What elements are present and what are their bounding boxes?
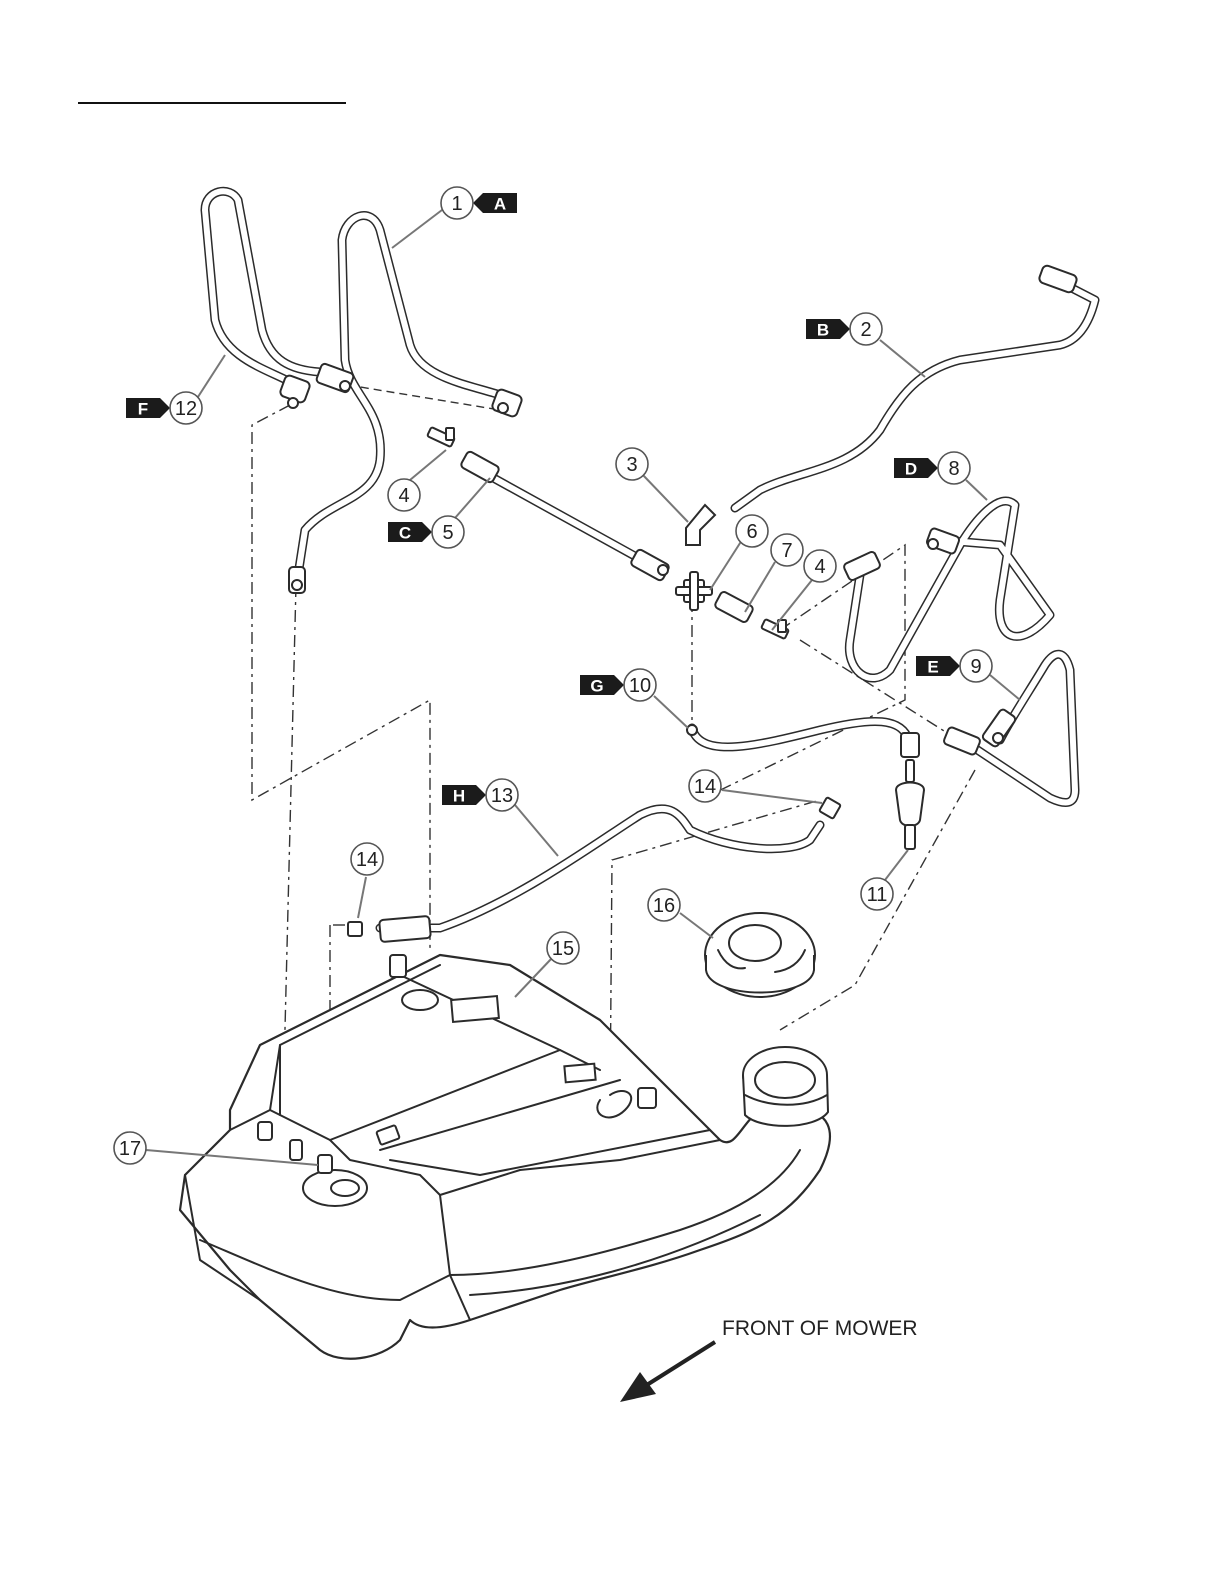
- tag-label: A: [494, 195, 506, 214]
- callout-number: 6: [746, 521, 757, 543]
- callout-number: 10: [629, 675, 651, 697]
- callout-14: 14: [689, 770, 721, 802]
- fuel-line-10: [687, 721, 919, 757]
- callout-number: 3: [626, 454, 637, 476]
- tag-label: C: [399, 524, 411, 543]
- fuel-filter-11: [896, 760, 924, 849]
- callout-1: A1: [441, 187, 517, 219]
- fuel-line-9: [943, 654, 1075, 802]
- tag-label: F: [138, 400, 148, 419]
- callout-17: 17: [114, 1132, 146, 1164]
- tag-F: F: [126, 398, 170, 419]
- tag-C: C: [388, 522, 432, 543]
- tag-H: H: [442, 785, 486, 806]
- elbow-fitting-3: [686, 505, 715, 545]
- fuel-line-8: [843, 501, 1050, 678]
- callout-16: 16: [648, 889, 680, 921]
- callout-number: 14: [694, 776, 716, 798]
- callout-number: 7: [781, 540, 792, 562]
- tag-D: D: [894, 458, 938, 479]
- callout-15: 15: [547, 932, 579, 964]
- clamp-14-lower: [348, 922, 362, 936]
- callout-number: 5: [442, 522, 453, 544]
- callout-number: 17: [119, 1138, 141, 1160]
- callout-number: 15: [552, 938, 574, 960]
- fuel-tank-15: [180, 955, 830, 1359]
- front-of-mower-label: FRONT OF MOWER: [722, 1317, 918, 1340]
- tag-label: H: [453, 787, 465, 806]
- tee-fitting-4b: [761, 619, 789, 639]
- fuel-cap-16: [705, 913, 815, 997]
- tag-label: D: [905, 460, 917, 479]
- callout-number: 11: [867, 884, 888, 906]
- tag-A: A: [473, 193, 517, 214]
- tee-fitting-4: [427, 427, 455, 447]
- tag-B: B: [806, 319, 850, 340]
- tag-G: G: [580, 675, 624, 696]
- callout-6: 6: [736, 515, 768, 547]
- callout-4: 4: [804, 550, 836, 582]
- tag-label: G: [590, 677, 603, 696]
- callout-number: 4: [814, 556, 825, 578]
- callout-12: F 12: [126, 392, 202, 424]
- callout-number: 12: [175, 398, 197, 420]
- callout-10: G 10: [580, 669, 656, 701]
- callout-number: 16: [653, 895, 675, 917]
- callout-number: 1: [451, 193, 462, 215]
- front-of-mower-indicator: FRONT OF MOWER: [620, 1317, 918, 1402]
- cross-fitting-6: [676, 572, 712, 610]
- callout-number: 8: [948, 458, 959, 480]
- callout-number: 4: [398, 485, 409, 507]
- callout-11: 11: [861, 878, 893, 910]
- callout-number: 13: [491, 785, 513, 807]
- callout-3: 3: [616, 448, 648, 480]
- callout-number: 2: [860, 319, 871, 341]
- tag-label: B: [817, 321, 829, 340]
- callout-number: 14: [356, 849, 378, 871]
- callout-4: 4: [388, 479, 420, 511]
- clamp-14-upper: [819, 797, 841, 819]
- callout-number: 9: [970, 656, 981, 678]
- callout-13: H 13: [442, 779, 518, 811]
- fuel-line-12: [205, 191, 320, 408]
- callout-7: 7: [771, 534, 803, 566]
- tag-E: E: [916, 656, 960, 677]
- callout-14: 14: [351, 843, 383, 875]
- tag-label: E: [927, 658, 938, 677]
